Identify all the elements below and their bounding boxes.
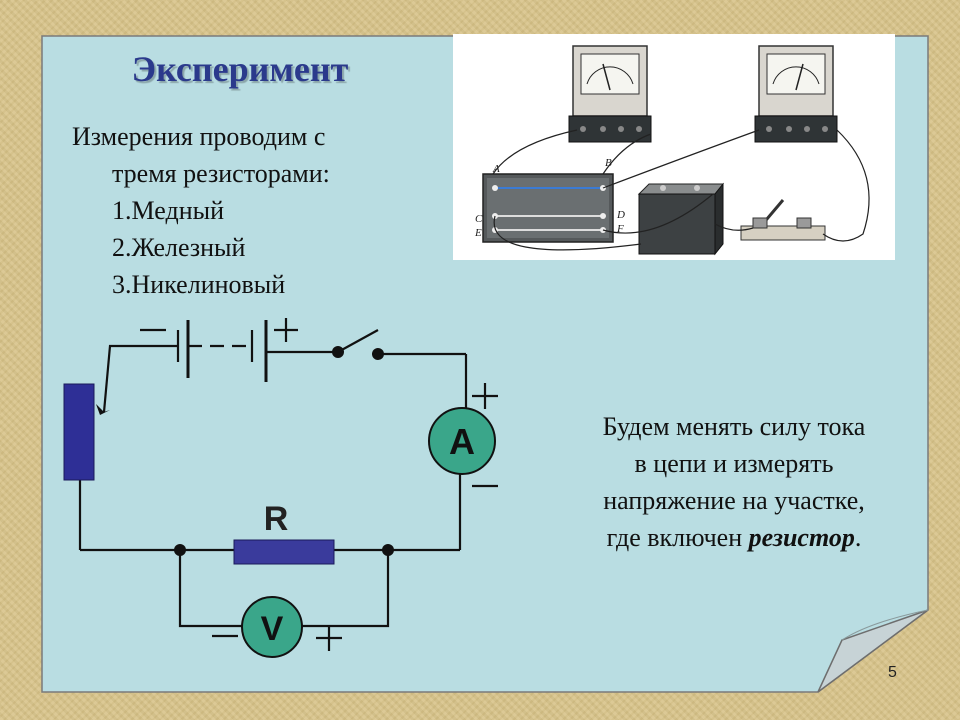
rheostat <box>63 383 95 481</box>
circuit-diagram <box>78 318 498 651</box>
note-line-4-prefix: где включен <box>606 523 749 552</box>
switch-contact-right <box>372 348 384 360</box>
resistor-item-copper: 1.Медный <box>112 196 224 225</box>
page-curl <box>817 609 929 693</box>
junction-left <box>174 544 186 556</box>
setup-photo: A B C D E F <box>453 34 895 260</box>
intro-line-1: Измерения проводим с <box>72 122 326 151</box>
battery-photo <box>637 182 725 256</box>
note-suffix: . <box>854 523 862 552</box>
meter-left <box>568 45 652 143</box>
slide-title: Эксперимент <box>131 49 349 89</box>
wire-top-left <box>102 344 178 413</box>
resistor-item-iron: 2.Железный <box>112 233 246 262</box>
resistor <box>233 539 335 565</box>
resistor-label: R <box>264 500 289 538</box>
intro-line-2: тремя резисторами: <box>112 159 330 188</box>
note-line-1: Будем менять силу тока <box>602 412 866 441</box>
terminal-label-c: C <box>475 213 483 225</box>
switch-lever <box>337 329 379 353</box>
key-switch-photo <box>740 199 826 241</box>
note-line-2: в цепи и измерять <box>634 449 834 478</box>
experiment-note: Будем менять силу тока в цепи и измерять… <box>556 408 912 556</box>
terminal-label-b: B <box>605 157 612 169</box>
note-line-4: где включен резистор. <box>556 519 912 556</box>
voltmeter <box>241 596 303 658</box>
note-emphasis: резистор <box>748 523 855 552</box>
page-curl-shadow <box>841 609 929 641</box>
page-number: 5 <box>888 664 897 681</box>
note-line-3: напряжение на участке, <box>603 486 865 515</box>
terminal-label-f: F <box>616 223 624 235</box>
ammeter <box>428 407 496 475</box>
junction-right <box>382 544 394 556</box>
resistor-board <box>482 173 614 243</box>
terminal-label-e: E <box>474 227 482 239</box>
slider-arrow <box>96 404 110 415</box>
photo-wires <box>492 129 870 251</box>
wire-voltmeter-left <box>178 552 244 628</box>
resistor-item-nickeline: 3.Никелиновый <box>112 270 286 299</box>
switch-contact-left <box>332 346 344 358</box>
ammeter-label: A <box>449 421 475 462</box>
terminal-label-d: D <box>616 209 625 221</box>
meter-right <box>754 45 838 143</box>
voltmeter-label: V <box>261 610 284 648</box>
intro-text: Измерения проводим с тремя резисторами: … <box>72 118 452 303</box>
